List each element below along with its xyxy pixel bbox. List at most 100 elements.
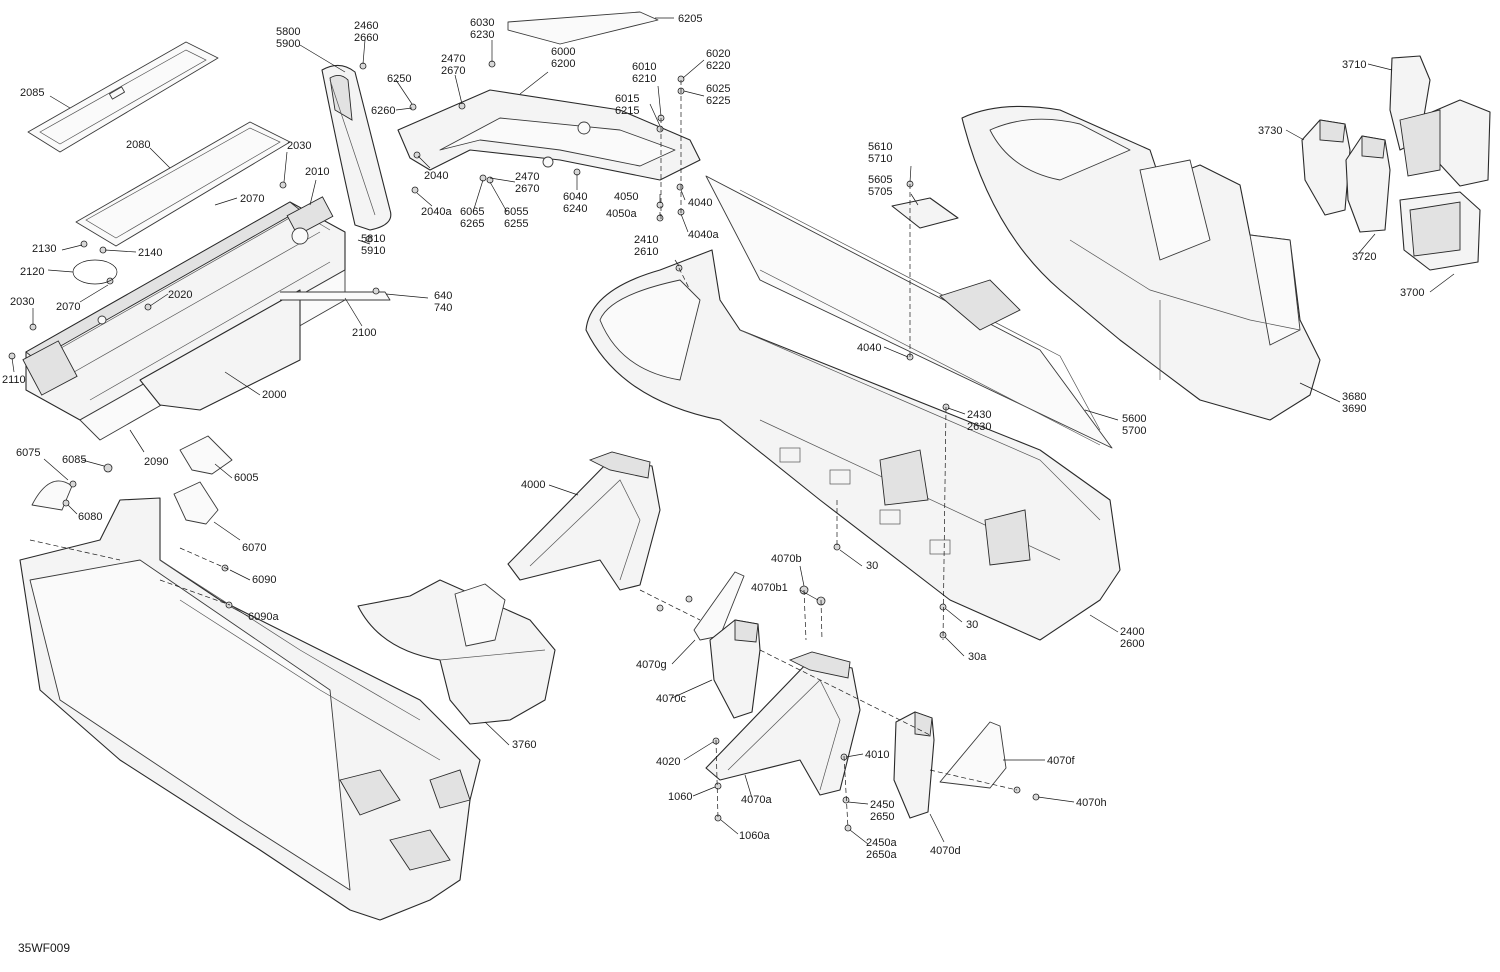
callout-line: 4020 <box>656 756 680 768</box>
part-2085-plate <box>27 41 219 153</box>
callout-line: 6070 <box>242 542 266 554</box>
callout-4010: 4010 <box>865 749 889 761</box>
callout-2010: 2010 <box>305 166 329 178</box>
callout-line: 30 <box>966 619 978 631</box>
part-3760-bin <box>357 579 556 725</box>
callout-line: 2030 <box>287 140 311 152</box>
callout-2020: 2020 <box>168 289 192 301</box>
callout-4020: 4020 <box>656 756 680 768</box>
callout-4040a: 4040a <box>688 229 719 241</box>
callout-6070: 6070 <box>242 542 266 554</box>
callout-line: 5810 <box>361 233 385 245</box>
callout-2040a: 2040a <box>421 206 452 218</box>
callout-line: 3760 <box>512 739 536 751</box>
callout-line: 2140 <box>138 247 162 259</box>
callout-line: 2610 <box>634 246 658 258</box>
assembly-lines <box>29 80 1018 829</box>
callout-line: 6065 <box>460 206 484 218</box>
callout-line: 6240 <box>563 203 587 215</box>
callout-6250: 6250 <box>387 73 411 85</box>
callout-1060: 1060 <box>668 791 692 803</box>
callout-line: 2450 <box>870 799 894 811</box>
callout-line: 2670 <box>515 183 539 195</box>
part-3720-pad <box>1345 135 1391 233</box>
callout-line: 6210 <box>632 73 656 85</box>
callout-line: 5910 <box>361 245 385 257</box>
callout-line: 5800 <box>276 26 300 38</box>
callout-line: 6255 <box>504 218 528 230</box>
part-3680-bin <box>961 105 1321 421</box>
callout-line: 6220 <box>706 60 730 72</box>
callout-2080: 2080 <box>126 139 150 151</box>
part-4070d-block <box>893 711 935 819</box>
callout-line: 4070a <box>741 794 772 806</box>
diagram-code: 35WF009 <box>18 941 70 955</box>
callout-line: 2430 <box>967 409 991 421</box>
callout-line: 30 <box>866 560 878 572</box>
callout-line: 2470 <box>441 53 465 65</box>
callout-30: 30 <box>966 619 978 631</box>
callout-line: 2670 <box>441 65 465 77</box>
callout-line: 5705 <box>868 186 892 198</box>
callout-6085: 6085 <box>62 454 86 466</box>
callout-4000: 4000 <box>521 479 545 491</box>
callout-line: 2110 <box>2 374 26 386</box>
callout-line: 6055 <box>504 206 528 218</box>
callout-2110: 2110 <box>2 374 26 386</box>
callout-4070f: 4070f <box>1047 755 1075 767</box>
callout-4070a: 4070a <box>741 794 772 806</box>
callout-3700: 3700 <box>1400 287 1424 299</box>
part-2120-strap <box>72 259 118 285</box>
callout-line: 3720 <box>1352 251 1376 263</box>
part-5605-plate <box>891 197 959 229</box>
callout-line: 2100 <box>352 327 376 339</box>
callout-line: 2090 <box>144 456 168 468</box>
callout-line: 5600 <box>1122 413 1146 425</box>
callout-3720: 3720 <box>1352 251 1376 263</box>
callout-line: 6265 <box>460 218 484 230</box>
callout-2070: 2070 <box>56 301 80 313</box>
callout-line: 6075 <box>16 447 40 459</box>
part-6205-pad <box>507 11 659 45</box>
part-6070-bracket <box>173 481 219 525</box>
callout-line: 6025 <box>706 83 730 95</box>
callout-6090: 6090 <box>252 574 276 586</box>
callout-line: 2085 <box>20 87 44 99</box>
callout-line: 4070c <box>656 693 686 705</box>
callout-line: 6225 <box>706 95 730 107</box>
callout-4070h: 4070h <box>1076 797 1107 809</box>
part-6005-gasket <box>179 435 233 475</box>
part-left-body <box>19 497 481 921</box>
part-4000-bracket <box>507 451 661 591</box>
callout-2130: 2130 <box>32 243 56 255</box>
callout-4040: 4040 <box>688 197 712 209</box>
part-2000-tray <box>22 196 346 441</box>
callout-line: 6010 <box>632 61 656 73</box>
part-2400-tub <box>585 249 1121 641</box>
callout-line: 2410 <box>634 234 658 246</box>
callout-2040: 2040 <box>424 170 448 182</box>
callout-line: 4070g <box>636 659 667 671</box>
callout-line: 2020 <box>168 289 192 301</box>
callout-line: 640 <box>434 290 452 302</box>
callout-line: 6015 <box>615 93 639 105</box>
callout-line: 2130 <box>32 243 56 255</box>
callout-4070c: 4070c <box>656 693 686 705</box>
callout-line: 5900 <box>276 38 300 50</box>
callout-line: 2400 <box>1120 626 1144 638</box>
part-6000-rail <box>397 89 701 181</box>
callout-30: 30 <box>866 560 878 572</box>
callout-line: 740 <box>434 302 452 314</box>
callout-line: 6250 <box>387 73 411 85</box>
